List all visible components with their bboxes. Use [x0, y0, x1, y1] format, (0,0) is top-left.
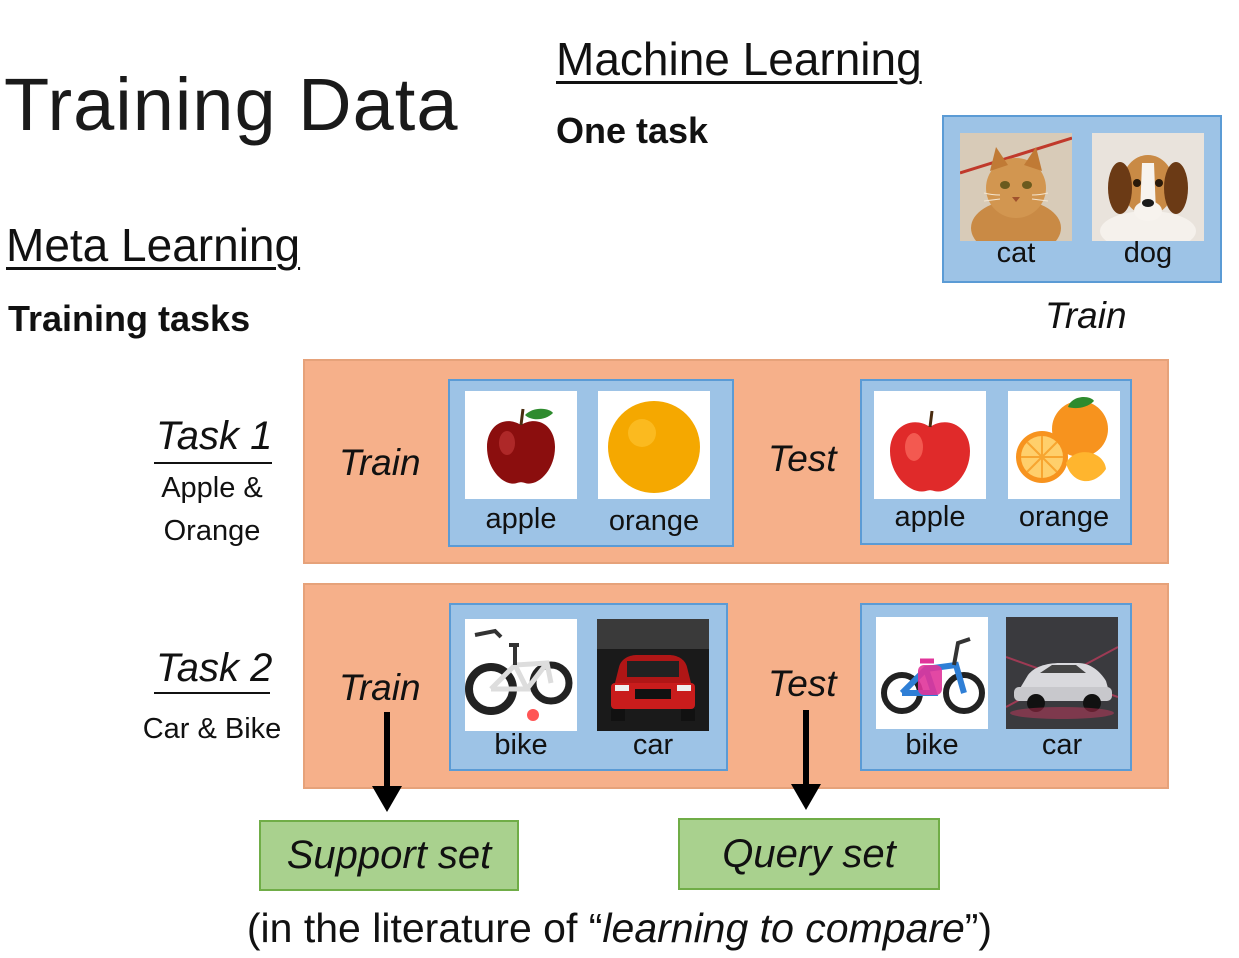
training-tasks-subheading: Training tasks	[8, 298, 251, 339]
footer-italic: learning to compare	[602, 905, 965, 951]
task1-name: Task 1	[156, 414, 273, 458]
task1-train-apple-label: apple	[485, 503, 557, 535]
task2-test-box: bike car	[860, 603, 1132, 771]
dog-image	[1092, 133, 1204, 241]
footer-note: (in the literature of “learning to compa…	[0, 905, 1239, 952]
cat-image	[960, 133, 1072, 241]
apple-image	[465, 391, 577, 499]
task1-test-orange-label: orange	[1018, 501, 1110, 533]
support-arrow-head	[372, 786, 402, 812]
task1-train-box: apple orange	[448, 379, 734, 547]
task2-test-car-label: car	[1041, 729, 1083, 761]
bike-image	[465, 619, 577, 731]
support-set-box: Support set	[259, 820, 519, 891]
orange-image	[598, 391, 710, 499]
ml-train-label: Train	[1045, 295, 1127, 336]
query-set-box: Query set	[678, 818, 940, 890]
task2-train-box: bike car	[449, 603, 728, 771]
task1-test-apple-label: apple	[894, 501, 966, 533]
orange-slices-image	[1008, 391, 1120, 499]
orange-icon	[598, 391, 710, 499]
task2-train-bike-label: bike	[494, 729, 548, 761]
sedan-image	[1006, 617, 1118, 729]
task2-description: Car & Bike	[142, 713, 282, 745]
task2-test-bike-label: bike	[905, 729, 959, 761]
task2-train-car-label: car	[632, 729, 674, 761]
cat-label: cat	[996, 237, 1036, 269]
task2-train-label: Train	[339, 667, 421, 708]
dog-label: dog	[1123, 237, 1173, 269]
query-arrow-head	[791, 784, 821, 810]
apple-icon	[874, 391, 986, 499]
car-icon	[597, 619, 709, 731]
meta-learning-heading: Meta Learning	[6, 219, 301, 271]
task1-underline	[154, 462, 272, 464]
task2-name: Task 2	[156, 646, 273, 690]
page-title: Training Data	[4, 63, 459, 146]
support-arrow-shaft	[384, 712, 390, 788]
task1-train-label: Train	[339, 442, 421, 483]
bike-icon	[465, 619, 577, 731]
footer-prefix: (in the literature of “	[246, 905, 603, 951]
task2-underline	[154, 692, 270, 694]
cat-icon	[960, 133, 1072, 241]
task2-test-label: Test	[768, 663, 837, 704]
task1-test-box: apple orange	[860, 379, 1132, 545]
footer-suffix: ”)	[964, 905, 993, 951]
task1-description: Apple & Orange	[140, 467, 284, 553]
orange-slices-icon	[1008, 391, 1120, 499]
apple-image-2	[874, 391, 986, 499]
dog-icon	[1092, 133, 1204, 241]
kids-bike-image	[876, 617, 988, 729]
ml-train-box: cat dog	[942, 115, 1222, 283]
task1-train-orange-label: orange	[608, 505, 700, 537]
kids-bike-icon	[876, 617, 988, 729]
one-task-subheading: One task	[556, 110, 709, 151]
task1-desc-line1: Apple &	[161, 472, 263, 504]
apple-icon	[465, 391, 577, 499]
task1-test-label: Test	[768, 438, 837, 479]
machine-learning-heading: Machine Learning	[556, 33, 922, 85]
car-image	[597, 619, 709, 731]
sedan-icon	[1006, 617, 1118, 729]
task1-desc-line2: Orange	[163, 515, 261, 547]
query-arrow-shaft	[803, 710, 809, 786]
